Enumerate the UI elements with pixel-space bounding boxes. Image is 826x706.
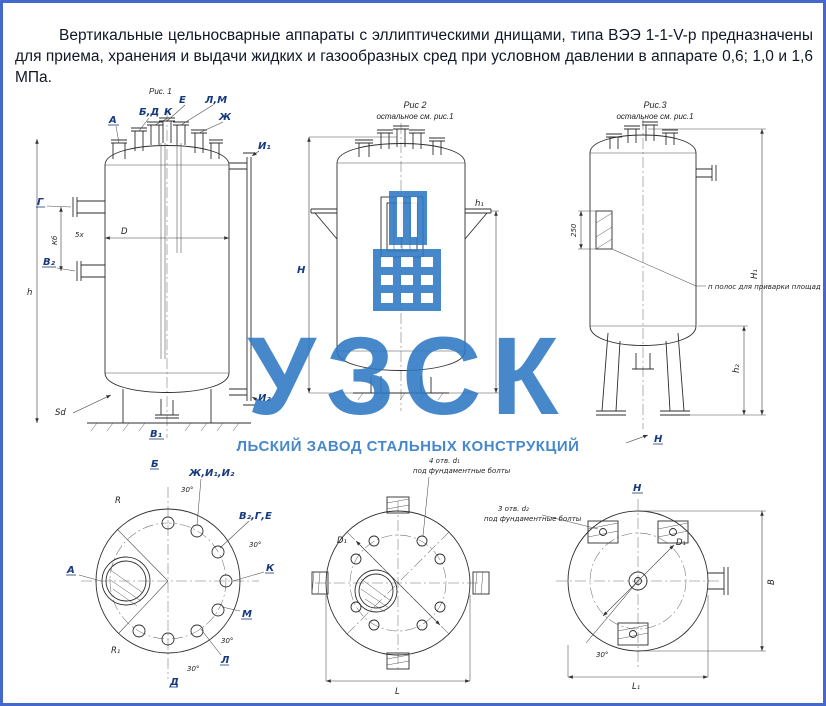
fig1-dimension-lines [35,139,260,423]
fig2-support-lugs [310,208,492,240]
viewH-note-line2: под фундаментные болты [484,515,582,523]
viewC-labels: 4 отв. d₁ под фундаментные болты D₁ L [337,457,511,697]
viewC-dimensions [325,476,471,683]
fig1-labels: А Б,Д К Е Л,М Ж И₁ И₂ Г В₂ В₁ D Sd h 5х … [27,95,271,440]
fig2-top-nozzles [355,125,445,157]
fig1-label-kb: Кб [51,235,59,245]
fig2-drawing: Н h₁ [297,123,499,411]
fig2-vessel-outline [336,143,466,371]
viewC-label-d1: D₁ [337,536,347,546]
viewC-drawing: 4 отв. d₁ под фундаментные болты D₁ L [311,457,511,697]
fig2-labels: Н h₁ [297,199,484,276]
fig3-pads-note: п полос для приварки площад [708,283,821,291]
viewB-label-m: М [242,609,252,620]
viewB-angle-3: 30° [221,637,233,645]
viewH-title: Н [633,483,642,494]
viewB-label-a: А [66,565,75,576]
viewH-label-d1: D₁ [676,538,686,548]
viewB-label-r: R [115,496,121,506]
fig2-manway [380,196,424,258]
fig1-label-k: К [164,107,173,118]
fig2-caption-note: остальное см. рис.1 [376,112,454,121]
fig1-side-nozzles [72,197,105,281]
fig1-leader-lines [46,104,224,272]
fig3-legs [596,332,690,416]
viewH-label-b: В [767,579,777,585]
viewB-angle-1: 30° [181,486,193,494]
viewH-drawing: Н 3 отв. d₂ под фундаментные болты D₁ В … [484,483,777,692]
fig1-label-D: D [121,227,128,237]
fig2-caption: Рис 2 остальное см. рис.1 [355,100,475,122]
fig3-label-h2: h₂ [732,364,742,373]
fig1-top-nozzles [111,117,223,159]
fig1-label-5x: 5х [75,231,84,239]
fig3-labels: 250 п полос для приварки площад Н Н₁ h₂ [570,223,821,445]
viewB-shell [95,508,241,654]
viewH-dimensions [541,510,766,679]
fig3-wall-pad [578,210,613,250]
viewB-drawing: Б Ж,И₁,И₂ В₂,Г,Е К М Л Д А R R₁ 30° 30° … [66,459,275,688]
viewB-labels: Б Ж,И₁,И₂ В₂,Г,Е К М Л Д А R R₁ 30° 30° … [66,459,275,688]
fig1-label-bd: Б,Д [139,107,159,118]
fig1-label-i1: И₁ [258,141,271,152]
viewC-note-line2: под фундаментные болты [413,467,511,475]
fig1-label-v1: В₁ [150,429,162,440]
fig1-skirt-support [87,389,251,432]
viewC-note-line1: 4 отв. d₁ [429,457,460,465]
viewC-label-L: L [395,687,400,697]
fig2-label-H: Н [297,265,306,276]
fig3-label-H1: Н₁ [750,269,760,279]
fig3-caption-title: Рис.3 [643,100,667,110]
viewC-centerlines [315,501,481,669]
viewB-label-k: К [266,563,275,574]
viewH-label-l1: L₁ [632,682,640,692]
viewB-centerlines [81,487,259,679]
fig3-label-H: Н [654,434,663,445]
viewB-label-r1: R₁ [111,646,120,656]
fig3-drawing: 250 п полос для приварки площад Н Н₁ h₂ [570,119,821,445]
viewH-leg-pads [587,520,689,646]
fig3-caption-note: остальное см. рис.1 [616,112,694,121]
fig1-label-lm: Л,М [204,95,227,106]
viewB-angle-2: 30° [249,541,261,549]
viewB-leaders [78,478,265,656]
fig2-label-h1: h₁ [475,199,484,209]
viewB-title: Б [151,459,159,470]
viewB-nozzle-holes [132,516,233,646]
fig3-caption: Рис.3 остальное см. рис.1 [595,100,715,122]
viewB-label-d: Д [169,677,179,688]
viewB-angle-4: 30° [187,665,199,673]
fig1-label-e: Е [179,95,186,106]
viewH-note-line1: 3 отв. d₂ [498,505,529,513]
viewC-support-lugs [311,496,490,670]
fig1-label-i2: И₂ [258,393,271,404]
fig1-label-h: h [27,288,32,298]
viewB-label-l: Л [220,655,230,666]
fig1-caption: Рис. 1 [149,87,172,96]
fig2-dimension-lines [307,136,499,394]
viewH-labels: Н 3 отв. d₂ под фундаментные болты D₁ В … [484,483,777,692]
fig1-vessel-outline [104,145,230,393]
fig2-base [353,376,449,401]
fig1-label-sd: Sd [55,408,66,418]
fig1-label-g: Г [37,197,44,208]
fig3-dimension-lines [611,128,766,444]
fig3-top-nozzles [606,121,717,181]
fig1-label-v2: В₂ [43,257,56,268]
viewB-label-vge: В₂,Г,Е [239,511,272,522]
fig1-drawing: А Б,Д К Е Л,М Ж И₁ И₂ Г В₂ В₁ D Sd h 5х … [27,95,271,440]
viewH-centerlines [556,499,720,667]
fig1-label-zh: Ж [218,112,232,123]
fig2-caption-title: Рис 2 [403,100,427,110]
viewH-angle: 30° [596,651,608,659]
fig1-level-gauge [229,152,255,406]
viewB-label-zhii: Ж,И₁,И₂ [188,468,235,479]
fig1-internals [160,143,182,359]
intro-paragraph: Вертикальные цельносварные аппараты с эл… [15,26,813,86]
fig1-label-a: А [108,115,117,126]
fig3-label-250: 250 [570,223,578,237]
